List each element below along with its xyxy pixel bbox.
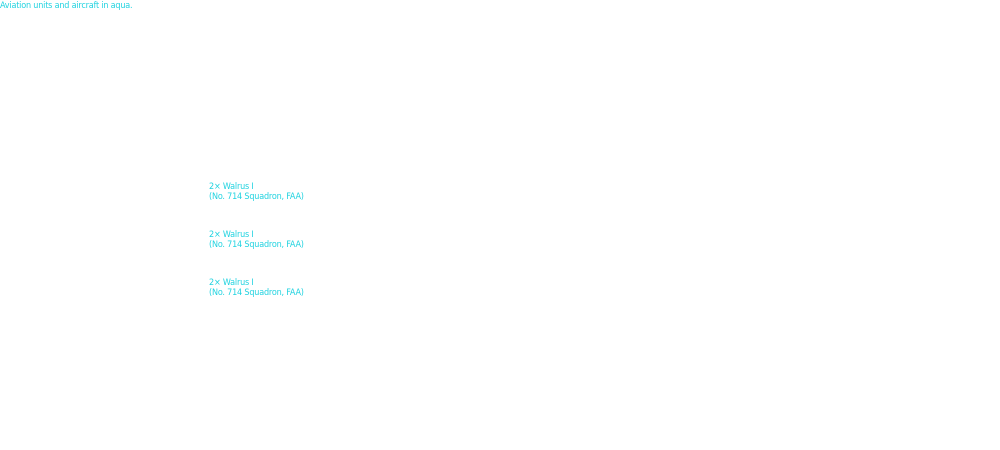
squadron-text: (No. 714 Squadron, FAA) <box>209 239 304 250</box>
squadron-text: (No. 714 Squadron, FAA) <box>209 191 304 202</box>
aircraft-text: 2× Walrus I <box>209 230 254 240</box>
aviation-unit-label: 2× Walrus I (No. 714 Squadron, FAA) <box>209 230 304 250</box>
squadron-text: (No. 714 Squadron, FAA) <box>209 287 304 298</box>
aircraft-text: 2× Walrus I <box>209 278 254 288</box>
aviation-unit-label: 2× Walrus I (No. 714 Squadron, FAA) <box>209 182 304 202</box>
aviation-unit-label: 2× Walrus I (No. 714 Squadron, FAA) <box>209 278 304 298</box>
legend-caption: Aviation units and aircraft in aqua. <box>0 1 133 11</box>
aircraft-text: 2× Walrus I <box>209 182 254 192</box>
